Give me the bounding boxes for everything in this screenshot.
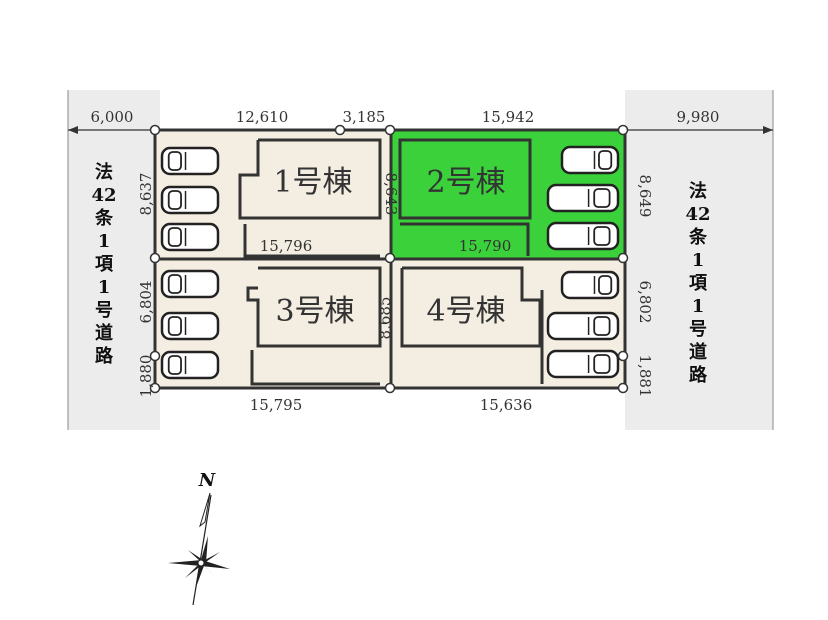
- road-label-char: 42: [685, 204, 710, 225]
- survey-point: [149, 350, 161, 362]
- road-label-char: 号: [95, 300, 113, 321]
- building-outlines: [238, 138, 544, 386]
- building-4-label: 4号棟: [426, 294, 505, 329]
- dim-lot4-depth: 6,802: [636, 281, 654, 324]
- road-label-char: 路: [95, 345, 114, 367]
- dim-lot1-width: 15,796: [260, 237, 313, 255]
- survey-point: [617, 382, 629, 394]
- dimension-arrows: [68, 126, 773, 134]
- dim-lot2-width: 15,790: [459, 237, 512, 255]
- road-label-char: 1: [692, 296, 705, 317]
- building-1-label: 1号棟: [273, 165, 352, 200]
- road-label-char: 号: [689, 319, 707, 340]
- survey-point: [617, 252, 629, 264]
- parked-car: [560, 270, 620, 300]
- survey-point: [617, 124, 629, 136]
- dim-bottom-right: 15,636: [480, 396, 533, 414]
- parked-car: [160, 222, 220, 252]
- dim-center-lower: 8,685: [376, 297, 394, 340]
- survey-point: [149, 382, 161, 394]
- road-label-char: 1: [692, 250, 705, 271]
- survey-point: [334, 124, 346, 136]
- road-label-char: 条: [94, 207, 114, 229]
- road-label-char: 項: [95, 254, 114, 275]
- parked-car: [160, 146, 220, 176]
- survey-point: [384, 382, 396, 394]
- dim-lot3-depth: 6,804: [137, 281, 155, 324]
- dim-top-2: 3,185: [343, 108, 386, 126]
- parked-car: [546, 349, 620, 379]
- compass-north-label: N: [198, 470, 217, 491]
- survey-points: [149, 124, 629, 394]
- road-label-char: 路: [689, 364, 708, 386]
- left-road-width: 6,000: [91, 108, 134, 126]
- parked-car: [546, 311, 620, 341]
- road-label-char: 道: [95, 322, 113, 344]
- road-label-char: 法: [689, 180, 707, 202]
- dim-top-3: 15,942: [482, 108, 535, 126]
- right-road: [625, 90, 773, 430]
- road-label-char: 42: [91, 185, 116, 206]
- parked-car: [546, 183, 620, 213]
- building-3-label: 3号棟: [275, 294, 354, 329]
- survey-point: [384, 252, 396, 264]
- dim-bottom-left-depth: 1,880: [137, 355, 155, 398]
- building-2-label: 2号棟: [426, 165, 505, 200]
- dim-top-1: 12,610: [236, 108, 289, 126]
- survey-point: [149, 124, 161, 136]
- parked-car: [560, 145, 620, 175]
- road-label-char: 道: [689, 341, 707, 363]
- dim-bottom-right-depth: 1,881: [636, 355, 654, 398]
- road-label-char: 条: [688, 226, 708, 248]
- survey-point: [149, 252, 161, 264]
- dim-lot2-depth: 8,649: [636, 175, 654, 218]
- parked-car: [160, 269, 220, 299]
- parking-cars: [160, 145, 620, 380]
- parked-car: [160, 350, 220, 380]
- dim-center-upper: 8,643: [382, 173, 400, 216]
- road-label-char: 項: [689, 273, 708, 294]
- road-label-char: 法: [95, 161, 113, 183]
- survey-point: [384, 124, 396, 136]
- parked-car: [160, 311, 220, 341]
- parked-car: [546, 221, 620, 251]
- right-road-width: 9,980: [677, 108, 720, 126]
- dim-bottom-left: 15,795: [250, 396, 303, 414]
- survey-point: [617, 350, 629, 362]
- road-label-char: 1: [98, 231, 111, 252]
- dim-lot1-depth: 8,637: [137, 173, 155, 216]
- road-label-char: 1: [98, 277, 111, 298]
- parked-car: [160, 185, 220, 215]
- left-road: [68, 90, 160, 430]
- north-compass: N: [168, 470, 230, 606]
